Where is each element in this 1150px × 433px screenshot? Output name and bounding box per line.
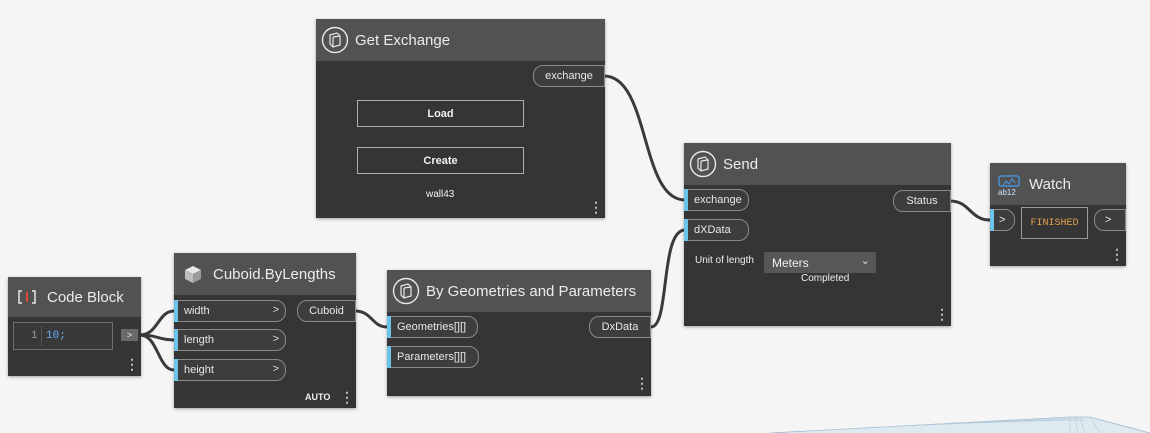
vertical-ellipsis-icon[interactable]: ⋮ — [589, 199, 603, 215]
wire-code-to-height — [139, 333, 175, 372]
watch-output-port[interactable]: > — [1094, 209, 1126, 231]
node-title: Code Block — [47, 288, 124, 306]
gutter-divider — [41, 326, 42, 346]
cuboid-by-lengths-node[interactable]: Cuboid.ByLengths width > length > height… — [174, 253, 356, 408]
node-title: By Geometries and Parameters — [426, 282, 637, 300]
chevron-right-icon: > — [999, 214, 1006, 226]
cuboid-icon — [179, 260, 207, 288]
line-number: 1 — [31, 330, 38, 342]
chevron-down-icon: ⌄ — [860, 255, 870, 267]
wire-code-to-length — [139, 333, 175, 342]
exchange-icon — [689, 150, 717, 178]
cuboid-output-port[interactable]: Cuboid — [297, 300, 356, 322]
exchange-icon — [392, 277, 420, 305]
send-input-exchange[interactable]: exchange — [684, 189, 749, 211]
unit-selected-value: Meters — [772, 255, 809, 270]
unit-of-length-label: Unit of length — [695, 255, 754, 266]
code-block-header[interactable]: Code Block — [8, 277, 141, 317]
get-exchange-header[interactable]: Get Exchange — [316, 19, 605, 61]
code-output-port[interactable]: > — [121, 329, 138, 341]
port-label: height — [184, 364, 214, 376]
code-text: 10; — [46, 330, 66, 342]
watch-input-port[interactable]: > — [990, 209, 1015, 231]
send-input-dxdata[interactable]: dXData — [684, 219, 749, 241]
port-label: length — [184, 334, 214, 346]
exchange-name-label: wall43 — [426, 189, 455, 200]
code-editor[interactable]: 1 10; — [13, 322, 113, 350]
node-title: Watch — [1029, 175, 1071, 193]
vertical-ellipsis-icon[interactable]: ⋮ — [125, 356, 139, 372]
node-title: Cuboid.ByLengths — [213, 265, 336, 283]
chevron-right-icon: > — [272, 363, 279, 375]
chevron-right-icon: > — [1105, 214, 1112, 226]
lacing-label[interactable]: AUTO — [305, 392, 331, 402]
wire-cuboid-to-bygeom — [354, 309, 388, 329]
send-node[interactable]: Send exchange dXData Status Unit of leng… — [684, 143, 951, 326]
background-grid — [770, 416, 1150, 433]
watch-icon: ab12 — [995, 170, 1023, 198]
vertical-ellipsis-icon[interactable]: ⋮ — [935, 306, 949, 322]
vertical-ellipsis-icon[interactable]: ⋮ — [340, 389, 354, 405]
chevron-right-icon: > — [126, 330, 133, 340]
watch-node[interactable]: ab12 Watch > FINISHED > ⋮ — [990, 163, 1126, 266]
vertical-ellipsis-icon[interactable]: ⋮ — [635, 375, 649, 391]
exchange-output-port[interactable]: exchange — [533, 65, 605, 87]
watch-header[interactable]: ab12 Watch — [990, 163, 1126, 205]
chevron-right-icon: > — [272, 333, 279, 345]
send-output-status[interactable]: Status — [893, 190, 951, 212]
get-exchange-node[interactable]: Get Exchange exchange Load Create wall43… — [316, 19, 605, 218]
vertical-ellipsis-icon[interactable]: ⋮ — [1110, 246, 1124, 262]
by-geometries-header[interactable]: By Geometries and Parameters — [387, 270, 651, 312]
input-parameters[interactable]: Parameters[][] — [387, 346, 479, 368]
svg-text:ab12: ab12 — [998, 188, 1016, 197]
input-geometries[interactable]: Geometries[][] — [387, 316, 478, 338]
send-header[interactable]: Send — [684, 143, 951, 185]
chevron-right-icon: > — [272, 304, 279, 316]
port-label: width — [184, 305, 210, 317]
cuboid-input-height[interactable]: height > — [174, 359, 286, 381]
exchange-icon — [321, 26, 349, 54]
send-status-text: Completed — [801, 273, 850, 284]
by-geometries-node[interactable]: By Geometries and Parameters Geometries[… — [387, 270, 651, 396]
wire-status-to-watch — [949, 199, 991, 222]
dxdata-output-port[interactable]: DxData — [589, 316, 651, 338]
node-title: Send — [723, 155, 759, 173]
load-button[interactable]: Load — [357, 100, 524, 127]
code-block-icon — [13, 283, 41, 311]
unit-of-length-dropdown[interactable]: Meters ⌄ — [764, 252, 876, 273]
cuboid-input-width[interactable]: width > — [174, 300, 286, 322]
wire-dxdata-to-send — [650, 228, 686, 329]
code-block-node[interactable]: Code Block 1 10; > ⋮ — [8, 277, 141, 376]
wire-code-to-width — [139, 309, 175, 337]
watch-value: FINISHED — [1030, 217, 1079, 229]
node-title: Get Exchange — [355, 31, 451, 49]
cuboid-input-length[interactable]: length > — [174, 329, 286, 351]
create-button[interactable]: Create — [357, 147, 524, 174]
cuboid-header[interactable]: Cuboid.ByLengths — [174, 253, 356, 295]
wire-exchange-to-send — [603, 74, 686, 202]
watch-value-box: FINISHED — [1021, 207, 1088, 239]
